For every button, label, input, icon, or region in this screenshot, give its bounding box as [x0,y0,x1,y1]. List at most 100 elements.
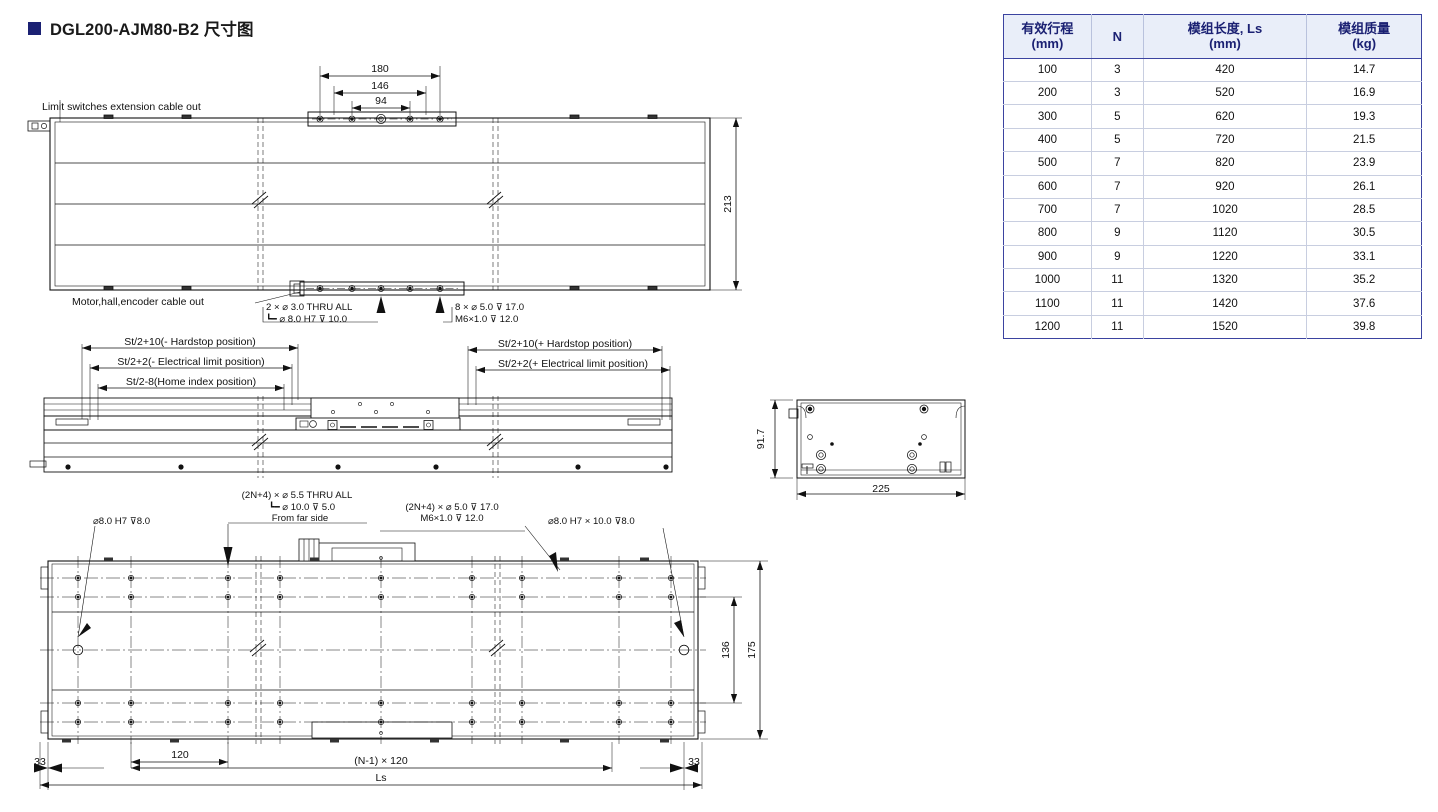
dim-213 [710,117,742,291]
callout-top-right-line2: M6×1.0 ⊽ 12.0 [455,314,518,325]
table-cell: 39.8 [1352,320,1376,333]
note-motor-cable: Motor,hall,encoder cable out [72,296,204,308]
dim-label-91-7: 91.7 [755,429,767,450]
table-header-length: 模组长度, Ls (mm) [1143,14,1308,59]
dim-120 [130,742,229,768]
table-cell: 200 [1003,81,1092,106]
table-cell: 700 [1003,198,1092,223]
table-cell: 28.5 [1306,198,1422,223]
dim-136 [690,596,742,704]
table-header-n: N [1091,14,1144,59]
table-header-stroke: 有效行程 (mm) [1003,14,1092,59]
dim-pos-elimit [475,366,671,420]
table-cell: 1000 [1003,268,1092,293]
dim-91-7 [770,399,793,479]
table-cell: 16.9 [1306,81,1422,106]
table-cell: 300 [1003,104,1092,129]
table-cell: 11 [1091,315,1144,339]
dim-175 [700,560,768,740]
hdr-line2: (kg) [1352,36,1377,52]
table-cell: 400 [1003,128,1092,153]
hdr-line1: N [1112,28,1122,44]
table-cell: 9 [1091,221,1144,246]
table-cell: 23.9 [1306,151,1422,176]
table-cell: 100 [1003,58,1092,83]
top-view [27,66,742,323]
drawing-labels: 180 146 94 213 Limit switches extension … [34,63,890,784]
dim-label-33-left: 33 [34,756,46,768]
table-cell: 1020 [1143,198,1308,223]
dim-94 [351,101,411,115]
table-cell: 7 [1091,198,1144,223]
dim-home-index [97,384,285,420]
table-cell: 5 [1091,128,1144,153]
dim-180 [319,66,441,115]
label-home-index: St/2-8(Home index position) [126,376,256,388]
table-cell: 9 [1091,245,1144,270]
table-cell: 1220 [1143,245,1308,270]
table-cell: 1200 [1003,315,1092,339]
dim-label-94: 94 [375,95,387,107]
table-cell: 820 [1143,151,1308,176]
table-cell: 900 [1003,245,1092,270]
dim-pitch [131,742,613,772]
table-cell: 720 [1143,128,1308,153]
table-cell: 3 [1091,58,1144,83]
table-cell: 26.1 [1306,175,1422,199]
dim-146 [333,86,427,115]
table-header-mass: 模组质量 (kg) [1306,14,1422,59]
table-cell: 520 [1143,81,1308,106]
bottom-view [34,522,768,790]
dim-label-ls: Ls [375,772,386,784]
table-cell: 7 [1091,175,1144,199]
end-view [770,399,966,500]
dimension-drawing: 180 146 94 213 Limit switches extension … [27,63,966,790]
note-limit-switch: Limit switches extension cable out [42,101,201,113]
label-neg-elimit: St/2+2(- Electrical limit position) [117,356,264,368]
callout-top-right-line1: 8 × ⌀ 5.0 ⊽ 17.0 [455,302,524,313]
dim-pos-hardstop [467,346,663,420]
dim-225 [796,478,966,500]
callout-bottom-mid-left-l2: ┗━ ⌀ 10.0 ⊽ 5.0 [269,501,335,513]
table-cell: 7 [1091,151,1144,176]
hdr-line2: (mm) [1209,36,1241,52]
table-cell: 21.5 [1306,128,1422,153]
table-cell: 37.6 [1306,291,1422,316]
page-title: DGL200-AJM80-B2 尺寸图 [28,16,254,40]
dim-neg-hardstop [81,344,299,420]
label-pos-elimit: St/2+2(+ Electrical limit position) [498,358,648,370]
table-cell: 1100 [1003,291,1092,316]
hdr-line1: 模组质量 [1338,21,1391,36]
table-cell: 620 [1143,104,1308,129]
table-cell: 1420 [1143,291,1308,316]
callout-bottom-mid-right-l2: M6×1.0 ⊽ 12.0 [420,513,483,524]
table-cell: 33.1 [1306,245,1422,270]
table-cell: 11 [1091,268,1144,293]
table-cell: 800 [1003,221,1092,246]
dim-label-180: 180 [371,63,389,75]
dim-neg-elimit [89,364,293,420]
table-cell: 30.5 [1306,221,1422,246]
callout-bottom-far-left: ⌀8.0 H7 ⊽8.0 [93,516,150,527]
table-cell: 920 [1143,175,1308,199]
dim-33-left [34,742,104,790]
table-cell: 3 [1091,81,1144,106]
square-marker-icon [28,21,41,35]
dim-ls [39,742,703,789]
hdr-line1: 有效行程 [1021,21,1074,36]
dim-label-146: 146 [371,80,389,92]
label-pos-hardstop: St/2+10(+ Hardstop position) [498,338,632,350]
dim-label-225: 225 [872,483,890,495]
